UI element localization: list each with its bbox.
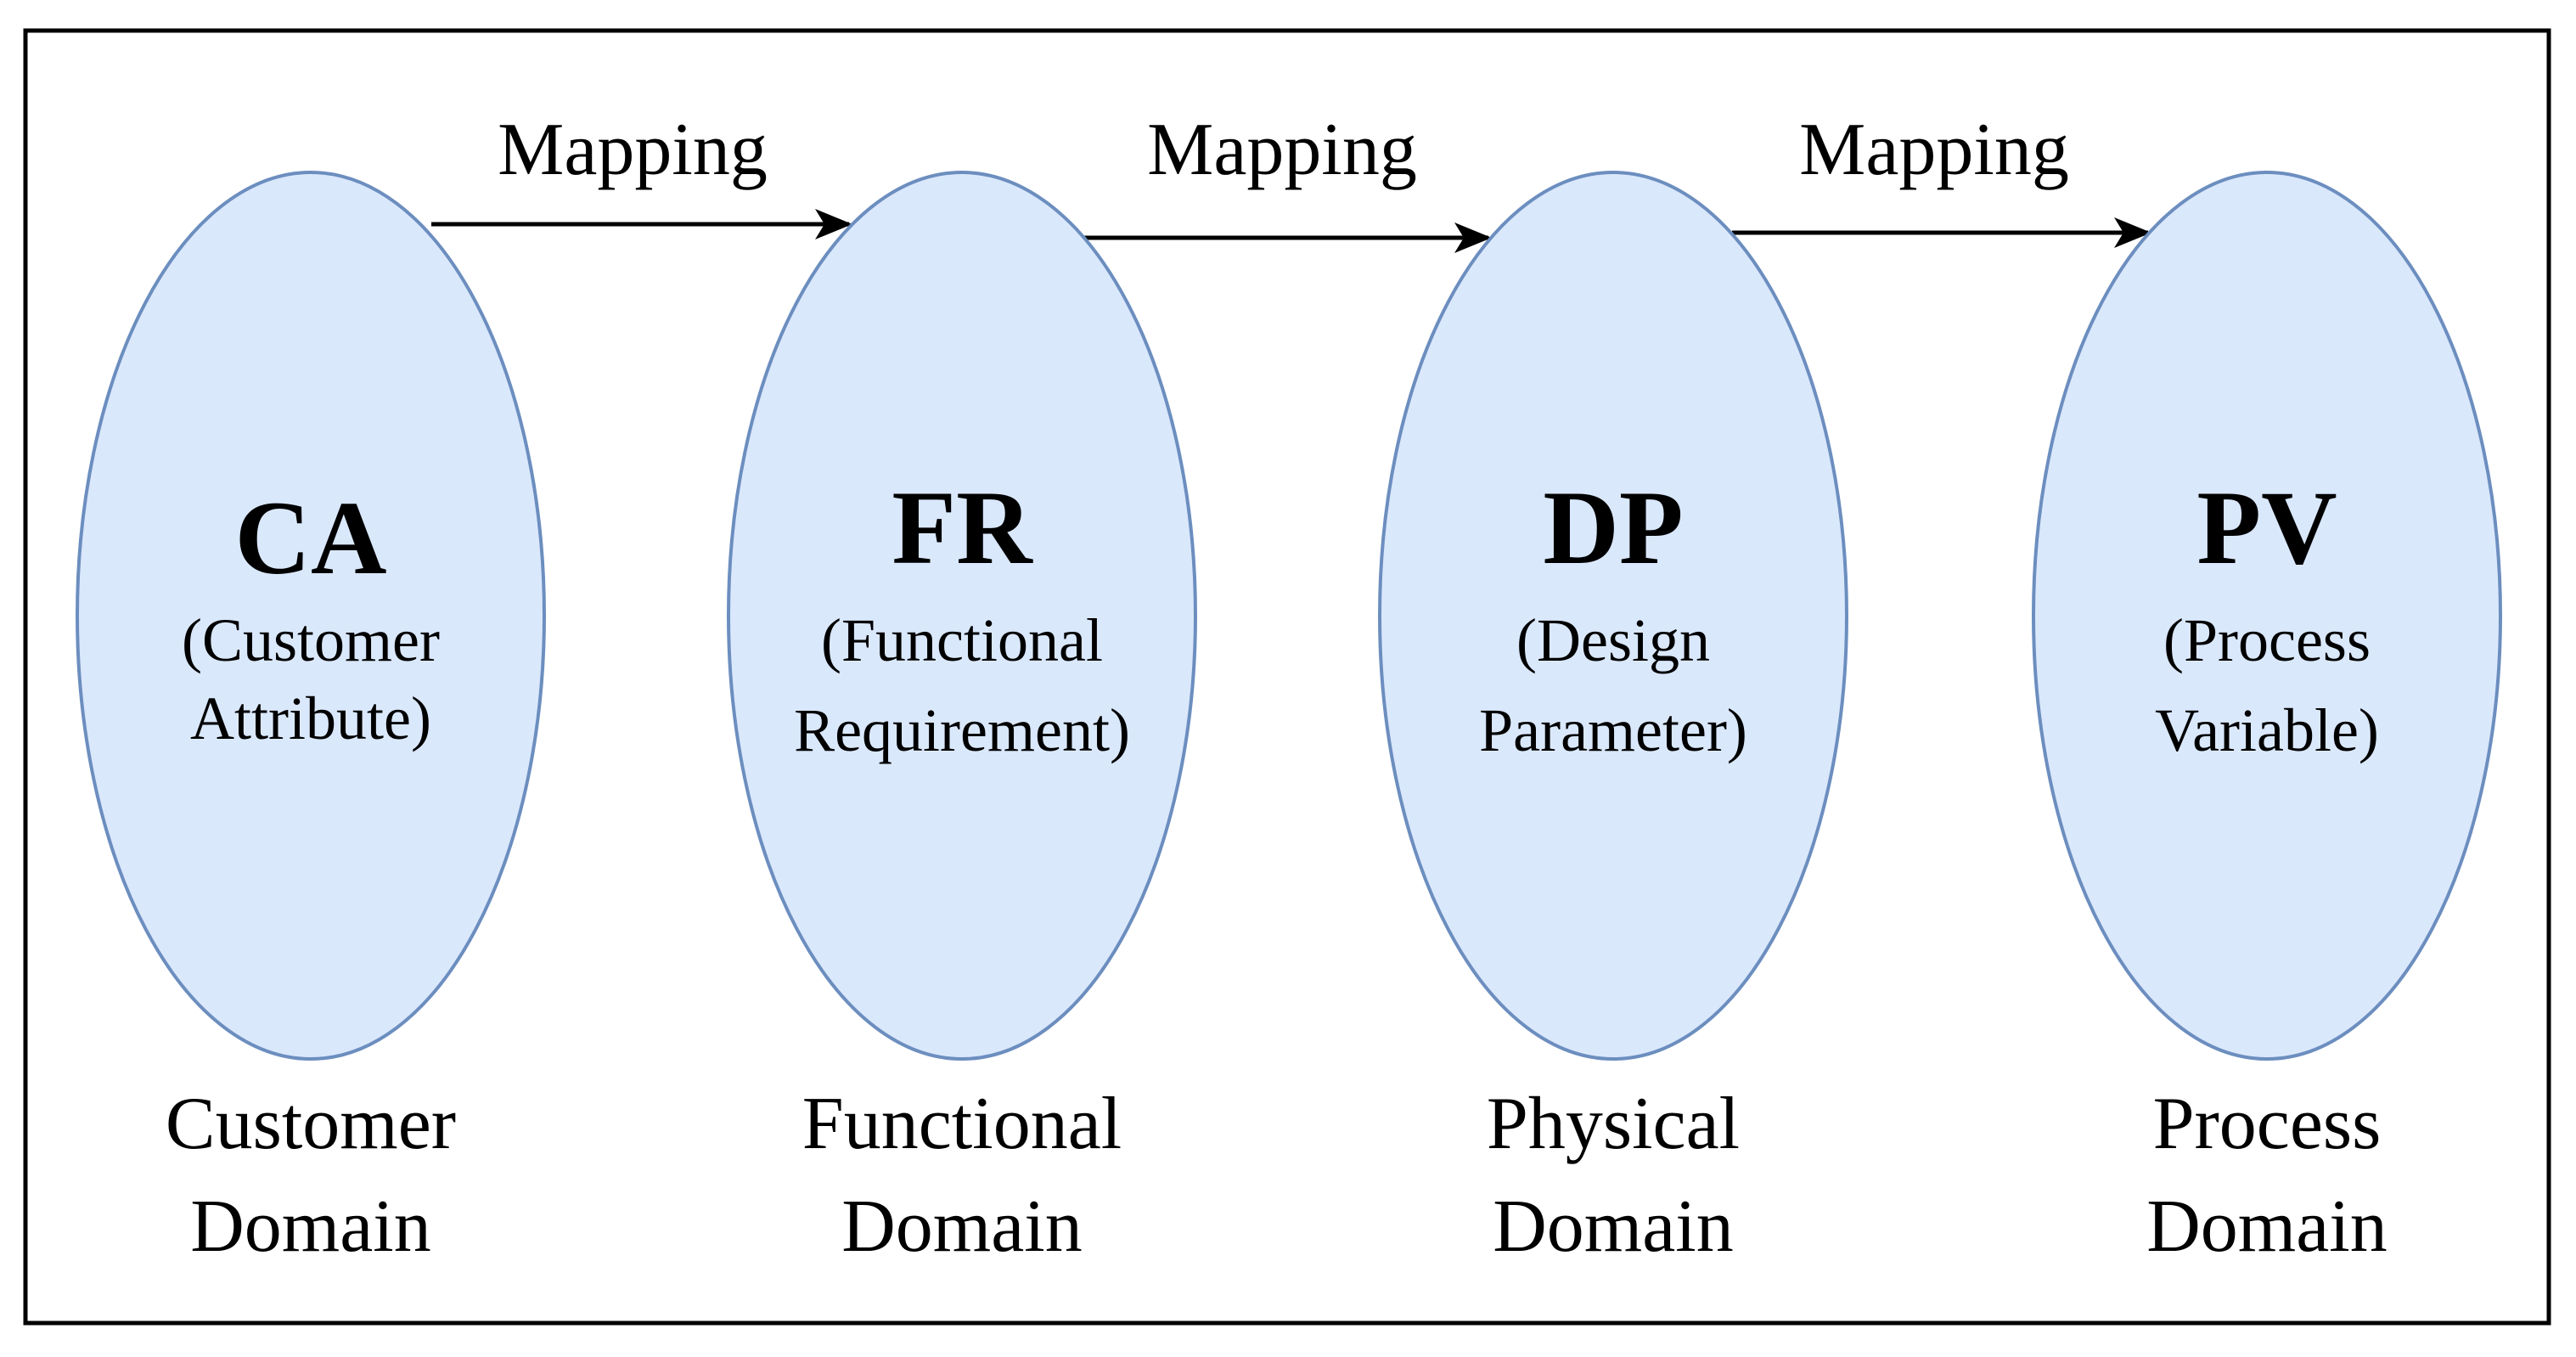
domain-full-name-line-2: Parameter): [1479, 696, 1747, 764]
domain-ellipse: [76, 171, 546, 1061]
domain-abbreviation: CA: [234, 480, 386, 596]
domain-dp: DP (Design Parameter) Physical Domain: [1378, 171, 1848, 1268]
mapping-label: Mapping: [498, 109, 768, 191]
domain-ellipse: [2032, 171, 2502, 1061]
mapping-arrow-2: Mapping: [1074, 109, 1492, 253]
mapping-label: Mapping: [1147, 109, 1417, 191]
mapping-label: Mapping: [1799, 109, 2069, 191]
domain-caption-line-2: Domain: [2146, 1185, 2388, 1268]
domain-full-name-line-2: Variable): [2155, 696, 2379, 764]
mapping-arrow-1: Mapping: [431, 109, 852, 239]
domain-full-name-line-2: Attribute): [190, 684, 431, 752]
domain-full-name-line-1: (Process: [2163, 606, 2371, 674]
domain-abbreviation: DP: [1543, 470, 1683, 586]
domain-full-name-line-1: (Design: [1516, 606, 1710, 674]
domain-caption-line-1: Functional: [802, 1083, 1122, 1165]
domain-full-name-line-2: Requirement): [794, 696, 1130, 764]
domain-pv: PV (Process Variable) Process Domain: [2032, 171, 2502, 1268]
domain-full-name-line-1: (Functional: [821, 606, 1103, 674]
domain-caption-line-2: Domain: [841, 1185, 1083, 1268]
domain-full-name-line-1: (Customer: [182, 606, 440, 674]
domain-abbreviation: PV: [2196, 470, 2337, 586]
mapping-arrow-3: Mapping: [1732, 109, 2151, 248]
domain-abbreviation: FR: [891, 470, 1033, 586]
domain-caption-line-1: Process: [2153, 1083, 2382, 1165]
domain-ellipse: [1378, 171, 1848, 1061]
domain-caption-line-2: Domain: [1493, 1185, 1734, 1268]
domain-caption-line-1: Customer: [166, 1083, 456, 1165]
domain-ca: CA (Customer Attribute) Customer Domain: [76, 171, 546, 1268]
domain-fr: FR (Functional Requirement) Functional D…: [727, 171, 1197, 1268]
domain-caption-line-1: Physical: [1487, 1083, 1740, 1165]
domain-ellipse: [727, 171, 1197, 1061]
domain-caption-line-2: Domain: [190, 1185, 431, 1268]
